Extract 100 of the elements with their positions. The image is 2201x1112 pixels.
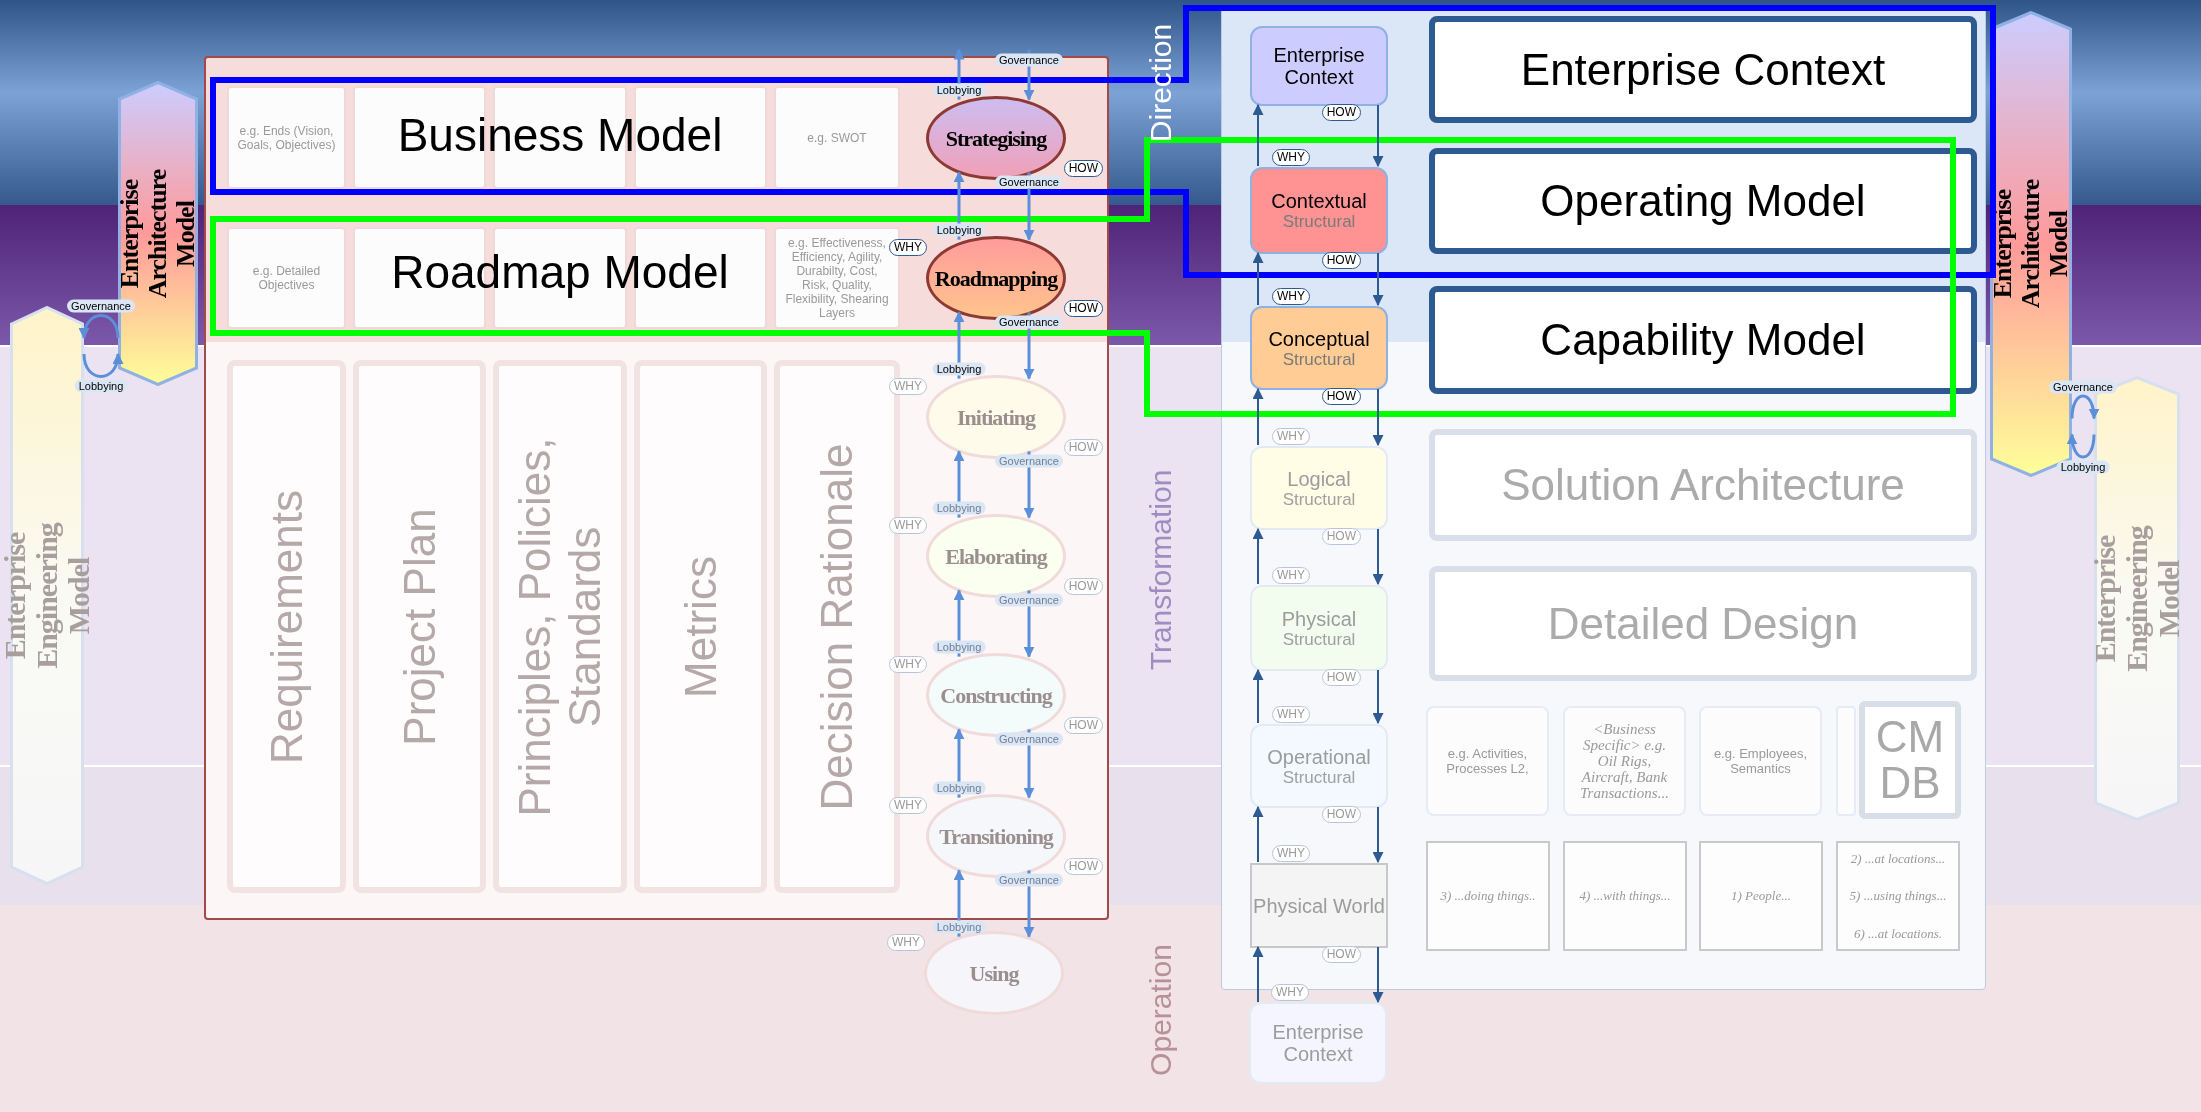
phase-name: Elaborating [945,542,1047,571]
edge-label: Lobbying [74,379,128,393]
table-cell [1699,841,1823,951]
table-cell [1426,841,1550,951]
pill-tag: WHY [1272,845,1310,862]
table-cell [1836,841,1960,951]
pill-tag: HOW [1063,717,1103,734]
level-subtitle: Structural [1282,212,1356,231]
cell-text: <Business Specific> e.g. Oil Rigs, Aircraft, Bank Transactions... [1579,721,1670,801]
band-label: Operation [1142,944,1178,1076]
column-panel [227,360,346,893]
pill-tag: HOW [1321,669,1361,686]
cell-text: e.g. Ends (Vision, Goals, Objectives) [237,123,336,152]
table-cell [1563,841,1687,951]
pill-tag: WHY [1272,706,1310,723]
arrow [2067,433,2096,459]
pill-tag: HOW [1321,528,1361,545]
level-title: Enterprise Context [1271,1021,1365,1065]
pill-tag: WHY [1272,149,1310,166]
column-title: Project Plan [394,506,445,748]
level-title: Logical [1287,467,1351,490]
arrow [79,314,120,340]
column-panel [353,360,486,893]
level-title: Physical World [1253,894,1385,917]
arrow [1372,252,1384,307]
level-subtitle: Structural [1282,629,1356,649]
row-title: Operating Model [1540,177,1866,225]
phase-name: Initiating [957,403,1035,432]
row-panel [1429,16,1977,123]
cell-text: 3) ...doing things.. [1440,887,1536,906]
edge-label: Lobbying [2056,460,2110,473]
row-panel [1429,286,1977,394]
pill-tag: HOW [1063,160,1103,177]
edge-label: Governance [995,175,1063,189]
pill-tag: WHY [1272,288,1310,305]
pill-tag: HOW [1321,388,1361,405]
pill-tag: WHY [1271,984,1309,1001]
pill-tag: WHY [889,797,927,814]
arrow [1372,104,1384,168]
column-panel [634,360,767,893]
table-cell [774,86,900,189]
row-title: Solution Architecture [1501,461,1905,509]
arrow [1252,527,1264,585]
phase-name: Using [969,959,1019,988]
database-box [1859,701,1961,819]
column-title: Decision Rationale [812,442,862,812]
cell-text: e.g. Activities, Processes L2, [1445,746,1530,776]
row-panel [1429,566,1977,681]
edge-label: Lobbying [932,83,986,97]
cell-text: 5) ...using things... [1849,887,1947,906]
column-title: Requirements [261,488,312,766]
arrow [2070,394,2099,420]
phase-name: Strategising [945,124,1047,153]
level-subtitle: Structural [1282,489,1356,509]
row-title: Capability Model [1540,316,1866,364]
pill-tag: HOW [1321,104,1361,121]
pill-tag: HOW [1321,946,1361,963]
cell-text: 4) ...with things... [1579,887,1671,906]
row-title: Enterprise Context [1520,45,1886,94]
edge-label: Governance [995,454,1063,468]
edge-label: Governance [67,299,135,313]
table-cell [227,227,346,329]
banner-title: Enterprise Architecture Model [1989,179,2073,309]
edge-label: Governance [995,53,1063,67]
level-subtitle: Structural [1282,767,1356,787]
edge-label: Lobbying [932,501,986,515]
arrow [1252,103,1264,167]
edge-label: Governance [995,873,1063,887]
pill-tag: HOW [1063,578,1103,595]
pill-tag: WHY [889,239,927,256]
arrow [1372,388,1384,447]
level-title: Contextual [1271,190,1367,212]
column-panel [493,360,627,893]
arrow [1252,805,1264,863]
cell-text: e.g. Employees, Semantics [1712,746,1809,776]
row-panel [1429,148,1977,254]
phase-name: Constructing [940,681,1052,710]
arrow [1372,946,1384,1004]
pill-tag: WHY [1272,428,1310,445]
edge-label: Governance [995,732,1063,746]
edge-label: Governance [995,593,1063,607]
level-title: Enterprise Context [1272,44,1366,88]
column-title: Metrics [675,554,726,700]
arrow [1252,387,1264,446]
pill-tag: WHY [1272,567,1310,584]
pill-tag: HOW [1321,806,1361,823]
box-title: CM DB [1874,714,1946,806]
edge-label: Governance [995,315,1063,329]
level-title: Operational [1267,745,1371,768]
pill-tag: WHY [889,656,927,673]
cell-text: 6) ...at locations. [1853,924,1943,943]
arrow [1252,668,1264,724]
edge-label: Lobbying [932,362,986,376]
level-title: Physical [1281,607,1357,630]
pill-tag: HOW [1321,252,1361,269]
panel [204,56,1109,920]
banner-title: Enterprise Architecture Model [116,169,200,298]
row-title: Detailed Design [1547,599,1859,648]
edge-label: Governance [2049,380,2117,393]
edge-label: Lobbying [932,223,986,237]
